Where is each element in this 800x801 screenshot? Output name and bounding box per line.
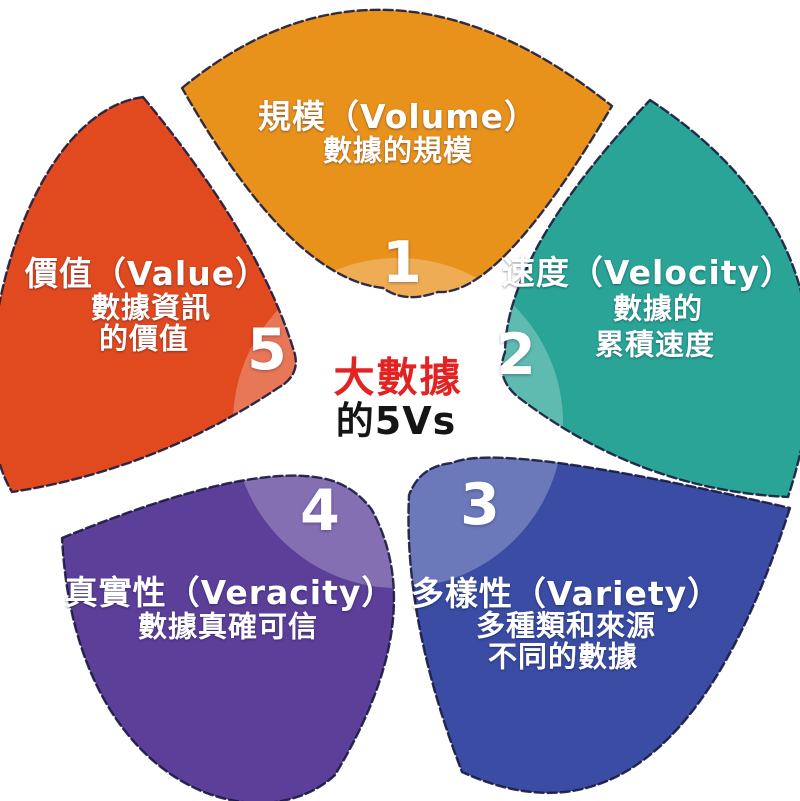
petal-volume-title: 規模（Volume） — [258, 97, 538, 137]
petal-value-shape — [0, 97, 296, 492]
petal-velocity-title: 速度（Velocity） — [501, 253, 795, 293]
petal-value-subtitle-line1: 數據資訊 — [90, 290, 212, 325]
petal-velocity-subtitle-line1: 數據的 — [612, 291, 704, 326]
petal-volume-number: 1 — [382, 230, 422, 297]
petal-veracity-shape — [62, 475, 394, 801]
center-highlight-circle — [233, 258, 563, 588]
petal-velocity-subtitle-line2: 累積速度 — [594, 327, 716, 362]
petal-velocity-shape — [502, 100, 800, 497]
petal-variety-subtitle-line2: 不同的數據 — [487, 639, 639, 674]
petal-variety-title: 多樣性（Variety） — [410, 574, 722, 614]
petal-value-outline — [0, 95, 298, 494]
petal-velocity-outline — [500, 98, 800, 499]
petal-variety-shape — [408, 457, 790, 793]
center-title-line2: 的5Vs — [335, 399, 457, 444]
petal-variety-outline — [407, 456, 792, 795]
petal-veracity-outline — [60, 474, 396, 801]
petal-value-subtitle-line2: 的價值 — [98, 321, 190, 356]
petal-variety-subtitle-line1: 多種類和來源 — [475, 608, 657, 643]
petal-veracity-title: 真實性（Veracity） — [64, 573, 396, 613]
petal-velocity-number: 2 — [496, 322, 536, 389]
petal-value-title: 價值（Value） — [24, 254, 270, 294]
center-title-line1: 大數據 — [333, 353, 463, 402]
petal-veracity-subtitle: 數據真確可信 — [137, 609, 319, 644]
petal-volume-subtitle: 數據的規模 — [322, 133, 474, 168]
petal-variety-number: 3 — [460, 472, 500, 539]
petal-volume-outline — [180, 8, 614, 299]
petal-veracity-number: 4 — [300, 478, 340, 545]
petal-value-number: 5 — [247, 317, 287, 384]
petal-volume-shape — [182, 9, 612, 298]
